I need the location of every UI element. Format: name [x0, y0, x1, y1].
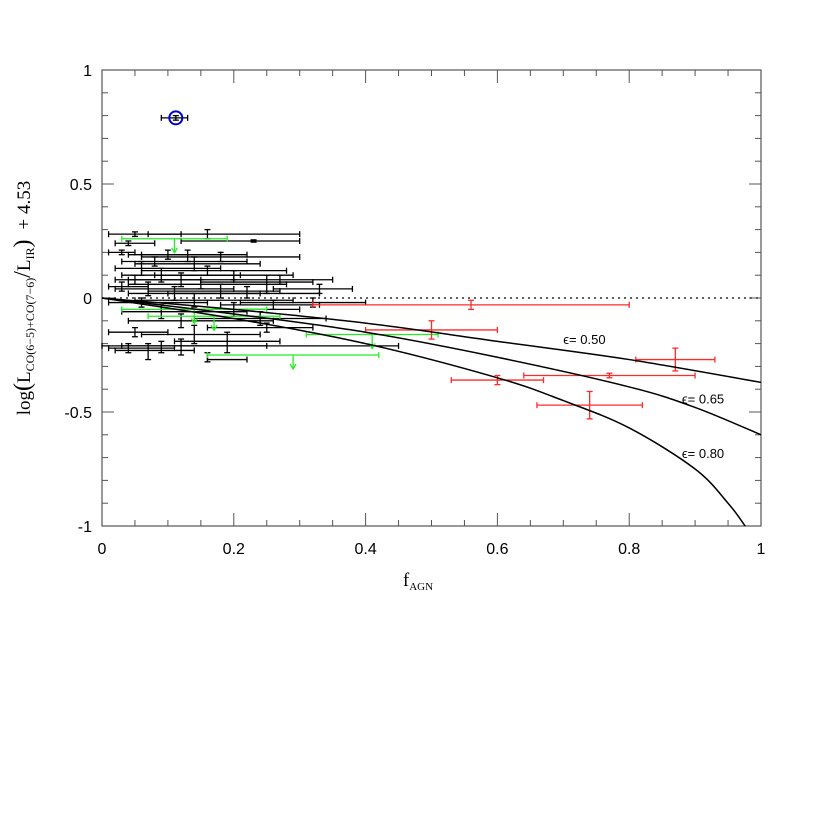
- data-point: [107, 342, 176, 354]
- data-point: [233, 274, 334, 285]
- axis-labels: fAGN log(LCO(6−5)+CO(7−6)/LIR)+ 4.53: [10, 181, 433, 593]
- data-point: [127, 279, 288, 290]
- y-label-sub1: CO(6−5)+CO(7−6): [23, 278, 37, 372]
- y-label-L1: L: [14, 371, 35, 383]
- data-point: [239, 297, 367, 308]
- circle-marker: [168, 110, 184, 126]
- y-tick-label: 1: [83, 63, 92, 80]
- data-point: [272, 283, 354, 295]
- data-point: [140, 265, 288, 276]
- data-point: [140, 251, 301, 263]
- data-point: [204, 352, 248, 363]
- series-green: [121, 235, 439, 371]
- arrow-head-icon: [210, 324, 218, 332]
- curve-label: ϵ= 0.80: [682, 446, 724, 461]
- arrow-head-icon: [289, 363, 297, 371]
- data-point: [450, 374, 545, 386]
- data-point: [147, 313, 281, 332]
- series-black: [101, 228, 400, 363]
- model-curve: [101, 297, 762, 436]
- plot-frame: [101, 69, 762, 527]
- y-label-L2: L: [14, 259, 35, 271]
- curve-label: ϵ= 0.50: [563, 332, 605, 347]
- data-point: [523, 372, 696, 379]
- data-point: [160, 110, 189, 126]
- data-point: [219, 299, 321, 311]
- data-point: [121, 338, 268, 356]
- y-tick-label: 0: [83, 291, 92, 308]
- y-label-log: log: [14, 390, 35, 415]
- series-red: [312, 299, 716, 420]
- axis-tick-labels: 0 0.2 0.4 0.6 0.8 1 1 0.5 0 -0.5 -1: [64, 63, 765, 558]
- y-label-suffix: + 4.53: [14, 181, 35, 230]
- arrow-head-icon: [190, 318, 198, 325]
- x-axis-label-main: f: [403, 570, 410, 591]
- x-tick-label: 0.2: [223, 541, 245, 558]
- x-tick-label: 0.6: [486, 541, 508, 558]
- y-tick-label: -1: [78, 519, 92, 536]
- data-series: [101, 110, 716, 420]
- axis-ticks: [102, 70, 761, 526]
- model-curve: [101, 297, 746, 527]
- y-label-sub2: IR: [23, 247, 37, 259]
- x-axis-label-sub: AGN: [409, 581, 433, 593]
- y-tick-label: 0.5: [70, 177, 92, 194]
- data-point: [140, 324, 261, 345]
- y-tick-label: -0.5: [64, 405, 92, 422]
- data-point: [121, 235, 228, 254]
- x-tick-label: 0: [98, 541, 107, 558]
- curve-label: ϵ= 0.65: [682, 391, 724, 406]
- data-point: [147, 228, 301, 240]
- data-point: [107, 326, 169, 338]
- data-point: [312, 299, 630, 311]
- series-blue: [160, 110, 189, 126]
- data-point: [180, 238, 301, 244]
- x-axis-label: fAGN: [403, 570, 433, 593]
- x-tick-label: 0.8: [618, 541, 640, 558]
- x-tick-label: 1: [757, 541, 766, 558]
- y-axis-label: log(LCO(6−5)+CO(7−6)/LIR)+ 4.53: [10, 181, 37, 416]
- plot-border: [101, 69, 762, 527]
- data-point: [206, 352, 380, 371]
- data-point: [173, 331, 281, 354]
- model-curves: ϵ= 0.50 ϵ= 0.65 ϵ= 0.80: [101, 297, 762, 527]
- data-point: [305, 331, 439, 350]
- model-curve: [101, 297, 762, 384]
- arrow-head-icon: [170, 247, 179, 254]
- data-point: [114, 240, 156, 247]
- data-point: [536, 390, 644, 420]
- x-tick-label: 0.4: [354, 541, 376, 558]
